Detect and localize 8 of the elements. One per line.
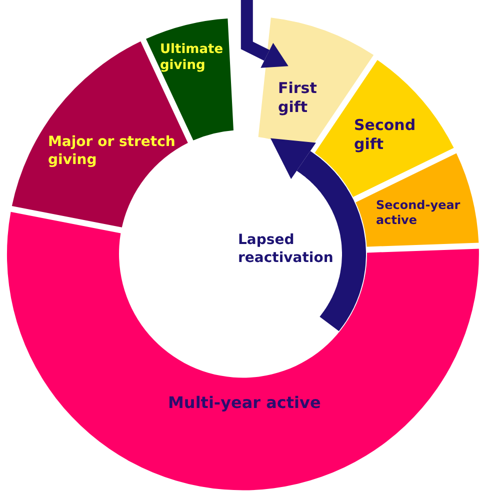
segment-label: Ultimate giving <box>160 42 224 74</box>
segment-label: Major or stretch giving <box>48 134 176 169</box>
segment-label: Multi-year active <box>168 393 322 413</box>
bent-arrow <box>240 0 288 68</box>
segment-label: Second-year active <box>376 198 462 228</box>
segment-label: Second gift <box>354 116 417 154</box>
segment-label: First gift <box>278 79 318 116</box>
edge-label: Lapsed reactivation <box>238 232 334 267</box>
